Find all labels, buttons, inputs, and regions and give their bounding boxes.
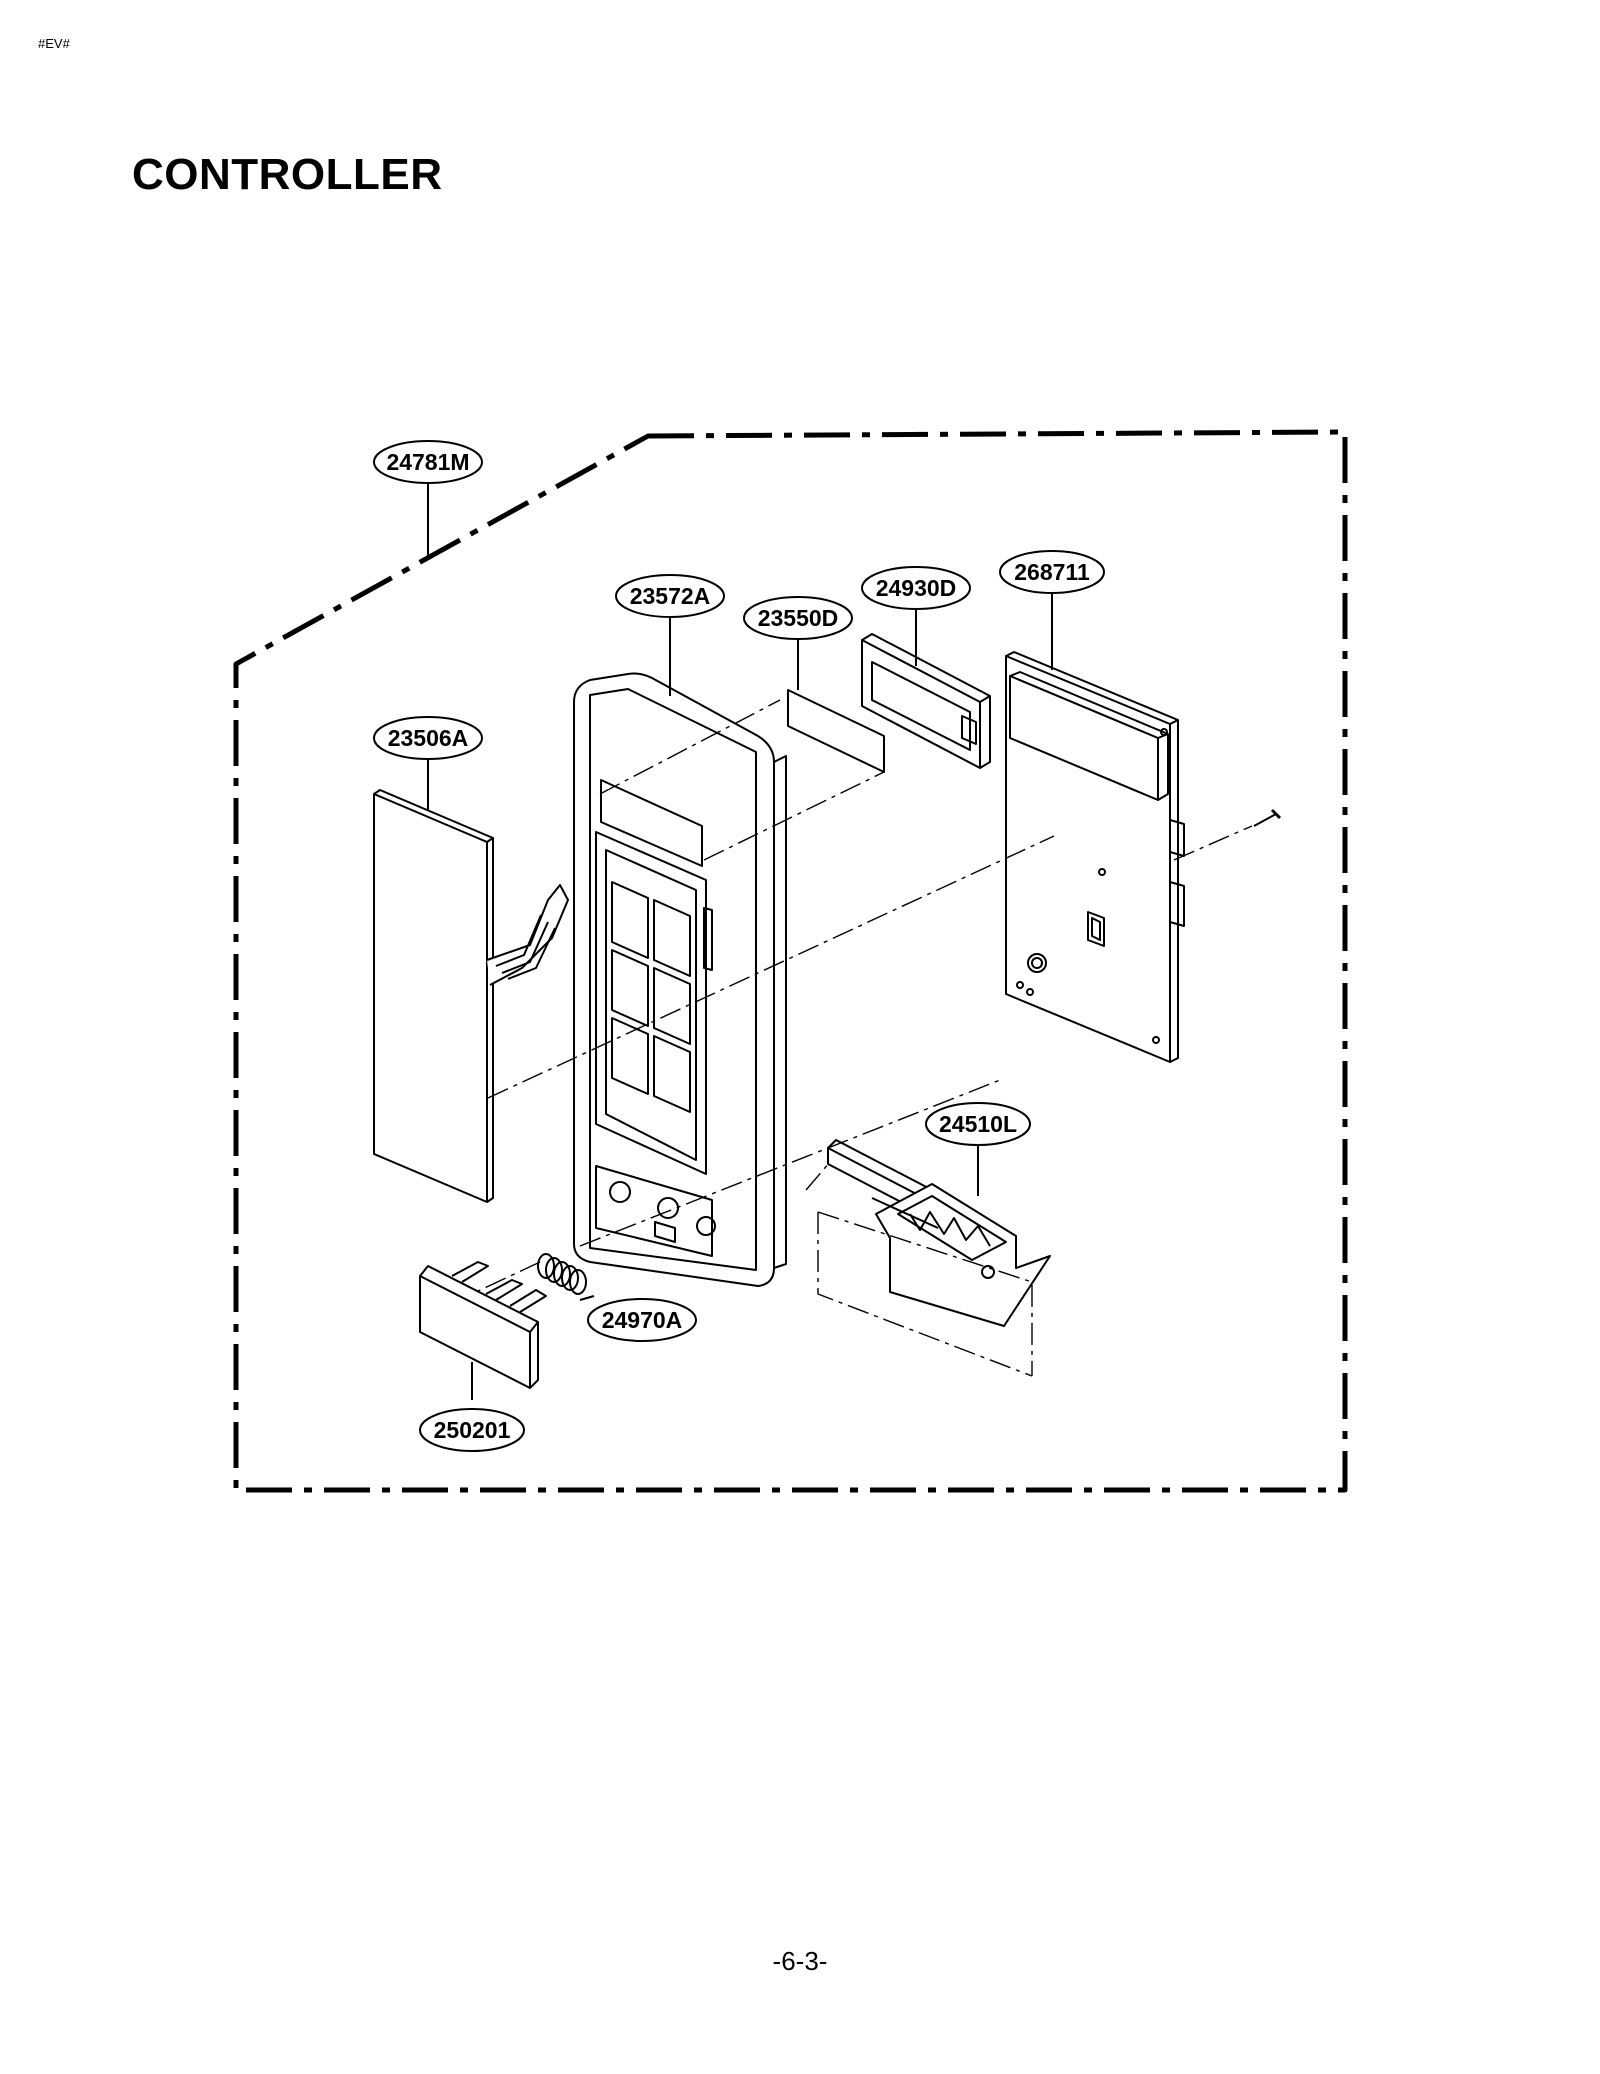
callout-leaders bbox=[427, 484, 1053, 1400]
page-number: -6-3- bbox=[772, 1946, 828, 1976]
assembly-boundary bbox=[233, 429, 1348, 1493]
part-lcd-holder bbox=[861, 633, 991, 769]
callout-ovals bbox=[373, 440, 1105, 1452]
callout-268711: 268711 bbox=[1014, 559, 1090, 585]
part-latch-lever bbox=[827, 1139, 1051, 1327]
part-membrane-sheet bbox=[373, 789, 569, 1203]
callout-250201: 250201 bbox=[434, 1417, 511, 1443]
callout-24930D: 24930D bbox=[876, 575, 957, 601]
part-door-button bbox=[419, 1261, 547, 1389]
callout-24510L: 24510L bbox=[939, 1111, 1017, 1137]
part-spring bbox=[537, 1253, 587, 1295]
callout-23572A: 23572A bbox=[630, 583, 711, 609]
callout-23550D: 23550D bbox=[758, 605, 839, 631]
alignment-lines bbox=[475, 699, 1253, 1377]
page-title: CONTROLLER bbox=[132, 150, 443, 199]
callout-23506A: 23506A bbox=[388, 725, 469, 751]
part-circuit-board bbox=[1005, 651, 1282, 1063]
callout-24781M: 24781M bbox=[386, 449, 469, 475]
header-mark: #EV# bbox=[38, 36, 70, 51]
callout-24970A: 24970A bbox=[602, 1307, 683, 1333]
part-control-panel-frame bbox=[573, 672, 787, 1287]
